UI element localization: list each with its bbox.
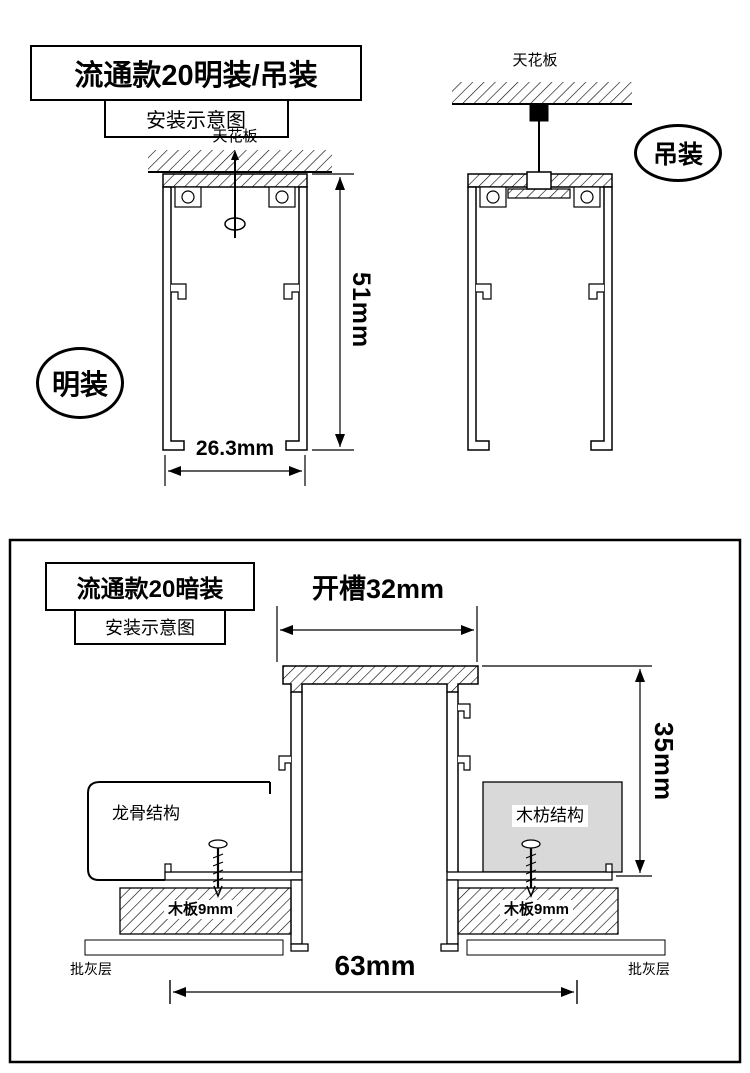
board-label-left: 木板9mm (164, 900, 238, 920)
suspension-plate (507, 188, 571, 199)
plaster-layer-right (466, 939, 666, 956)
keel-structure-outline (87, 781, 271, 881)
plaster-layer-left (84, 939, 284, 956)
top-title: 流通款20明装/吊装 (30, 45, 362, 101)
ceiling-hatch-right (452, 82, 632, 104)
channel-walls (290, 692, 459, 872)
wall-hook-right-upper (458, 703, 471, 719)
suspension-connector (526, 171, 552, 190)
dim-35mm-lines (482, 665, 652, 877)
lower-trim-right (446, 879, 459, 945)
dim-63mm-lines (169, 980, 578, 1004)
keel-label: 龙骨结构 (108, 803, 184, 825)
flange-lip-right (605, 863, 613, 873)
surface-mount-badge: 明装 (36, 347, 124, 419)
trim-foot-right (440, 943, 459, 952)
trim-foot-left (290, 943, 309, 952)
flange-lip-left (164, 863, 172, 873)
anchor-block-icon (529, 103, 549, 122)
dim-depth-label: 35mm (649, 722, 679, 802)
dim-slot-lines (276, 606, 478, 662)
trim-flange-left (164, 871, 303, 881)
plaster-label-right: 批灰层 (628, 961, 670, 977)
track-profile-suspended (467, 173, 613, 451)
dim-26-3mm-lines (164, 455, 306, 486)
dim-height-label: 51mm (347, 272, 375, 349)
top-subtitle: 安装示意图 (103, 98, 289, 138)
dim-width-label: 26.3mm (185, 436, 285, 463)
dim-bottom-width-label: 63mm (334, 950, 416, 981)
screw-tip-icon (231, 150, 239, 160)
lower-trim-left (290, 879, 303, 945)
ceiling-label-left: 天花板 (212, 128, 258, 145)
suspended-mount-badge: 吊装 (634, 124, 722, 182)
section-frame (8, 538, 742, 1064)
surface-mount-drawing (148, 150, 354, 486)
top-title-box: 流通款20明装/吊装 安装示意图 (30, 45, 362, 138)
profile-top-cap (282, 665, 479, 693)
batten-label: 木枋结构 (512, 805, 588, 827)
bottom-title-box: 流通款20暗装 安装示意图 (45, 562, 255, 645)
plaster-label-left: 批灰层 (70, 961, 112, 977)
dim-51mm-lines (312, 173, 354, 451)
batten-structure-block (482, 781, 623, 873)
bottom-title: 流通款20暗装 (45, 562, 255, 611)
wall-hook-left (278, 755, 291, 771)
ceiling-hatch-left (148, 150, 332, 172)
board-label-right: 木板9mm (500, 900, 574, 920)
suspended-mount-drawing (452, 82, 632, 451)
mounting-screw-head (224, 217, 246, 231)
wall-hook-right (458, 755, 471, 771)
bottom-subtitle: 安装示意图 (74, 608, 226, 645)
dim-slot-label: 开槽32mm (311, 574, 445, 604)
ceiling-label-right: 天花板 (512, 52, 558, 69)
